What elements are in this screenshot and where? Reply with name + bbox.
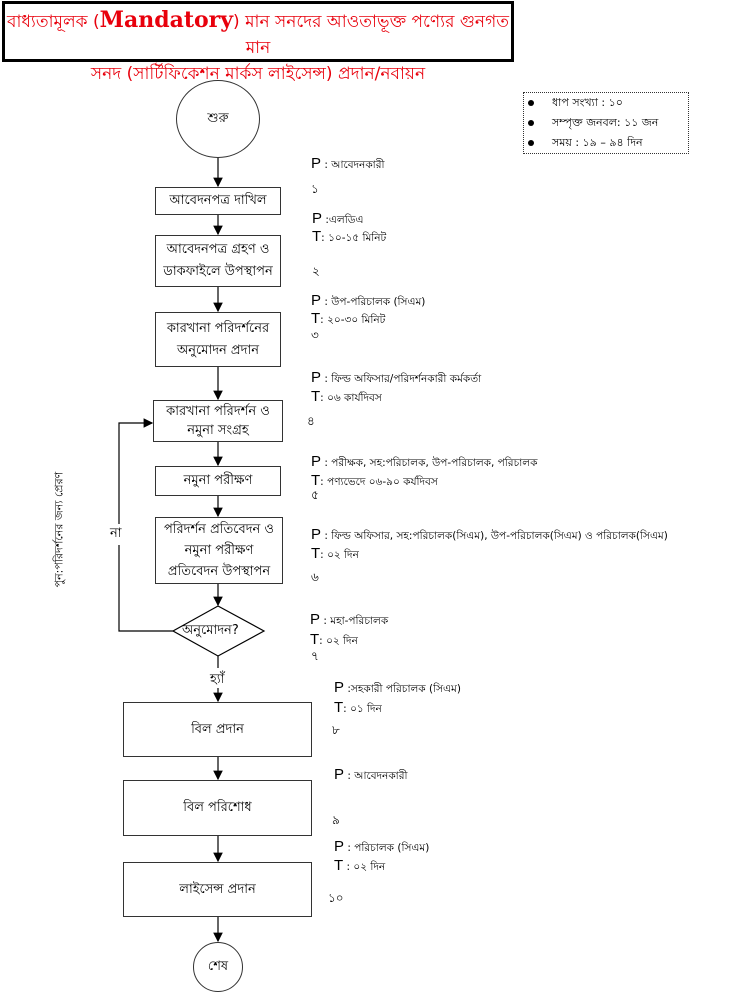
step-4-box: কারখানা পরিদর্শন ও নমুনা সংগ্রহ: [153, 400, 283, 442]
step-1-box: আবেদনপত্র দাখিল: [155, 187, 281, 215]
step-9-box: বিল পরিশোধ: [123, 780, 312, 836]
step-8-time: T: ০১ দিন: [334, 699, 382, 716]
step-4-number: ৪: [307, 414, 315, 428]
decision-diamond: [171, 605, 266, 657]
step-1-person: P : আবেদনকারী: [311, 155, 385, 172]
page-title: বাধ্যতামূলক (Mandatory) মান সনদের আওতাভূ…: [2, 1, 514, 84]
step-6-time: T: ০২ দিন: [311, 545, 359, 562]
step-10-person: P : পরিচালক (সিএম): [334, 838, 430, 855]
title-line-2: সনদ (সার্টিফিকেশন মার্কস লাইসেন্স) প্রদা…: [90, 64, 426, 84]
step-1-number: ১: [311, 182, 319, 196]
step-2-box: আবেদনপত্র গ্রহণ ও ডাকফাইলে উপস্থাপন: [155, 235, 281, 287]
step-4-person: P : ফিল্ড অফিসার/পরিদর্শনকারী কর্মকর্তা: [311, 369, 482, 386]
bullet-icon: [528, 140, 534, 146]
step-8-number: ৮: [332, 723, 340, 737]
step-3-box: কারখানা পরিদর্শনের অনুমোদন প্রদান: [155, 312, 281, 367]
bullet-icon: [528, 120, 534, 126]
step-4-time: T: ০৬ কার্যদিবস: [311, 388, 382, 405]
step-7-time: T: ০২ দিন: [310, 631, 358, 648]
step-8-person: P :সহকারী পরিচালক (সিএম): [334, 679, 461, 696]
summary-box: ধাপ সংখ্যা : ১০ সম্পৃক্ত জনবল: ১১ জন সময…: [523, 92, 689, 154]
step-10-box: লাইসেন্স প্রদান: [123, 862, 312, 917]
step-5-box: নমুনা পরীক্ষণ: [155, 466, 281, 496]
step-3-number: ৩: [311, 328, 319, 342]
end-node: শেষ: [193, 942, 243, 992]
step-7-number: ৭: [311, 649, 319, 663]
step-9-person: P : আবেদনকারী: [334, 766, 408, 783]
step-6-person: P : ফিল্ড অফিসার, সহ:পরিচালক(সিএম), উপ-প…: [311, 526, 668, 543]
step-5-person: P : পরীক্ষক, সহ:পরিচালক, উপ-পরিচালক, পরি…: [311, 453, 538, 470]
step-5-time: T: পণ্যভেদে ০৬-৯০ কর্যদিবস: [311, 472, 438, 489]
yes-label: হ্যাঁ: [210, 672, 225, 687]
loop-label: পুন:পরিদর্শনের জন্য প্রেরণ: [52, 471, 66, 588]
step-2-time: T: ১০-১৫ মিনিট: [312, 228, 387, 245]
step-7-decision-label: অনুমোদন?: [182, 623, 239, 638]
step-6-number: ৬: [311, 570, 319, 584]
title-line-1: বাধ্যতামূলক (Mandatory) মান সনদের আওতাভূ…: [7, 7, 509, 58]
step-5-number: ৫: [311, 488, 319, 502]
step-2-number: ২: [312, 264, 320, 278]
no-label: না: [110, 524, 122, 545]
step-7-person: P : মহা-পরিচালক: [310, 611, 389, 628]
step-2-person: P :এলডিএ: [312, 210, 364, 227]
step-10-number: ১০: [328, 891, 344, 905]
step-6-box: পরিদর্শন প্রতিবেদন ও নমুনা পরীক্ষণ প্রতি…: [155, 517, 283, 584]
step-3-time: T: ২০-৩০ মিনিট: [311, 310, 386, 327]
step-3-person: P : উপ-পরিচালক (সিএম): [311, 292, 426, 309]
bullet-icon: [528, 100, 534, 106]
step-9-number: ৯: [332, 813, 340, 827]
step-8-box: বিল প্রদান: [123, 702, 312, 757]
start-node: শুরু: [176, 80, 260, 158]
step-10-time: T : ০২ দিন: [334, 857, 386, 874]
